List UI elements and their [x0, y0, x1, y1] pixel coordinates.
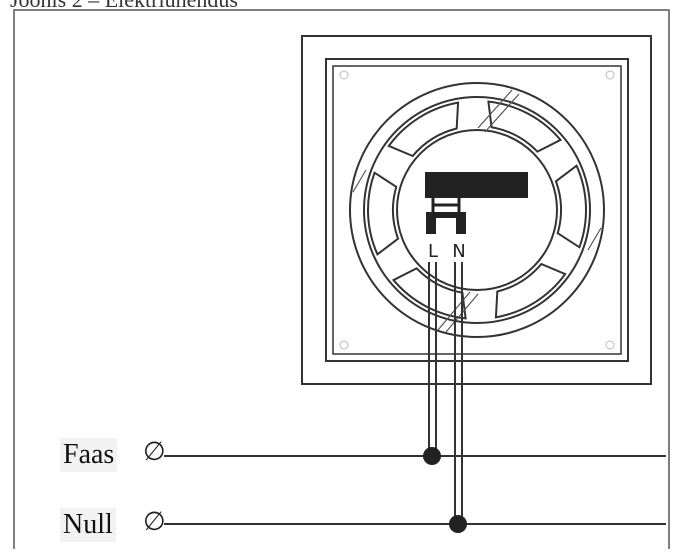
- neutral-junction: [449, 515, 467, 533]
- fan-blades: [367, 100, 587, 320]
- fan-housing: [301, 35, 652, 385]
- housing-outer-frame: [301, 35, 652, 385]
- figure-caption: Joonis 2 – Elektriühendus: [10, 0, 238, 13]
- terminal-label-n: N: [452, 241, 465, 262]
- conductors: [428, 262, 463, 524]
- terminal-label-l: L: [428, 241, 438, 262]
- screw-hole: [339, 70, 349, 80]
- phase-junction: [423, 447, 441, 465]
- fan-blade: [494, 262, 567, 319]
- neutral-label: Null: [60, 508, 116, 542]
- screw-holes: [339, 70, 615, 350]
- phase-label: Faas: [60, 438, 118, 472]
- screw-hole: [605, 70, 615, 80]
- grille-rib: [352, 169, 367, 193]
- screw-hole: [605, 340, 615, 350]
- terminal-bar: [425, 172, 528, 198]
- fan-blade: [387, 101, 460, 158]
- figure-frame: [13, 9, 670, 549]
- fan-blade: [487, 100, 563, 153]
- terminal-link: [431, 198, 461, 212]
- housing-inner-frame: [325, 58, 629, 362]
- neutral-terminal-symbol: ∅: [143, 507, 166, 537]
- terminal-gap: [436, 218, 456, 234]
- screw-hole: [339, 340, 349, 350]
- grille-rib: [484, 93, 520, 133]
- grille-rib: [477, 89, 513, 129]
- fan-hub-ring: [396, 129, 558, 291]
- phase-terminal-symbol: ∅: [143, 437, 166, 467]
- grille-ribs: [352, 89, 602, 333]
- fan-blade: [554, 164, 587, 249]
- fan-blade: [367, 171, 400, 256]
- grille-rib: [587, 227, 602, 251]
- grille-outer-ring: [349, 82, 605, 338]
- fan-grille: [349, 82, 605, 338]
- grille-inner-ring: [363, 96, 591, 324]
- housing-inner-border: [332, 65, 622, 355]
- supply-lines: [164, 455, 666, 525]
